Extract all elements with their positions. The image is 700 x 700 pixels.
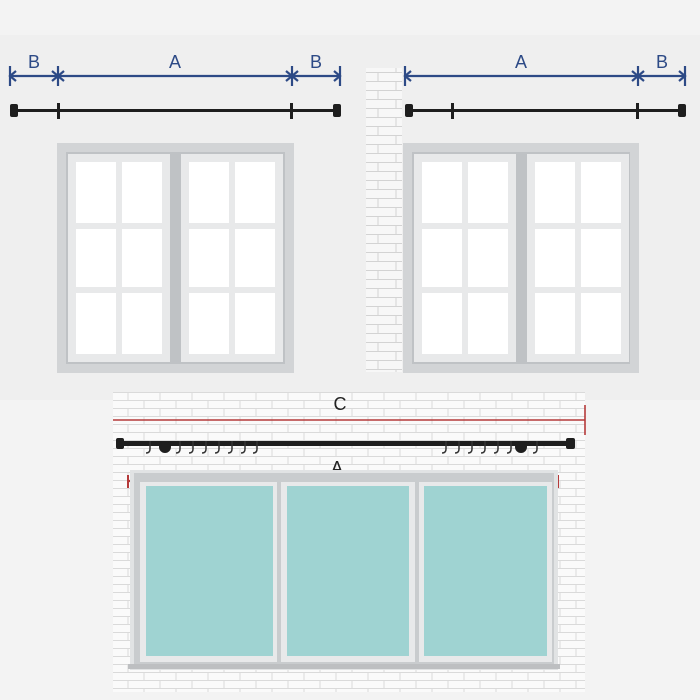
top-left-dimensions xyxy=(8,66,342,86)
rod-bracket xyxy=(290,103,293,119)
window-glass-center xyxy=(287,486,409,656)
rod-bracket xyxy=(636,103,639,119)
rod-bracket xyxy=(57,103,60,119)
window-glass-left xyxy=(146,486,273,656)
window-sill xyxy=(128,664,560,669)
label-b: B xyxy=(656,52,668,72)
rod-finial-right xyxy=(678,104,686,117)
label-b-left: B xyxy=(28,52,40,72)
rod-bracket xyxy=(515,441,527,453)
label-b-right: B xyxy=(310,52,322,72)
rod-finial-right xyxy=(566,438,575,449)
triple-window-bottom xyxy=(128,470,560,670)
curtain-rings-left xyxy=(145,441,258,454)
brick-side-wall xyxy=(366,68,402,372)
rod-finial-left xyxy=(116,438,124,449)
window-glass-right xyxy=(424,486,547,656)
rod-bracket xyxy=(451,103,454,119)
double-window-top-left xyxy=(57,143,294,373)
double-window-top-right xyxy=(403,143,639,373)
curtain-rings-right xyxy=(441,441,538,454)
rod-finial-left xyxy=(10,104,18,117)
rod-finial-right xyxy=(333,104,341,117)
curtain-rod-bottom xyxy=(116,438,575,454)
rod-bracket xyxy=(159,441,171,453)
label-c: C xyxy=(334,394,347,414)
top-right-dimensions xyxy=(403,66,687,86)
label-a: A xyxy=(515,52,527,72)
rod-finial-left xyxy=(405,104,413,117)
curtain-rod-top-left xyxy=(10,103,341,119)
label-a: A xyxy=(169,52,181,72)
curtain-rod-top-right xyxy=(405,103,686,119)
